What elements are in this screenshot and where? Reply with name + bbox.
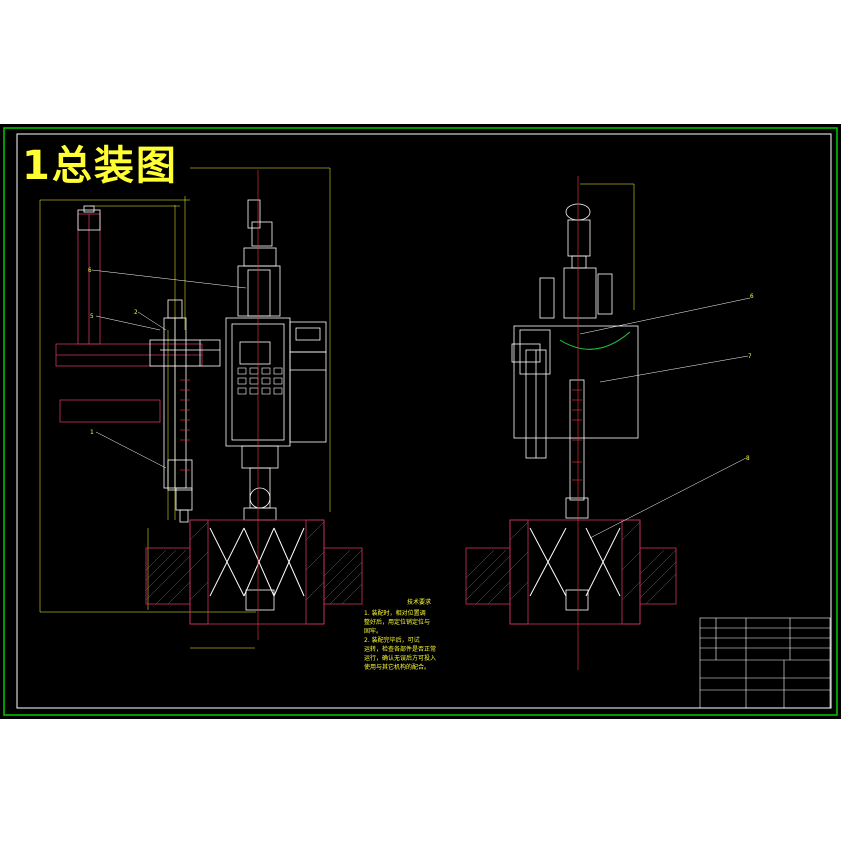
notes-line: 运行，确认无误后方可投入: [364, 655, 437, 662]
outer-border: [3, 127, 838, 716]
part-label: 8: [746, 455, 750, 462]
technical-notes: 技术要求 1. 装配时，相对位置调 整好后，用定位销定位与 固牢。 2. 装配完…: [364, 598, 474, 672]
notes-heading: 技术要求: [406, 599, 431, 606]
part-label: 1: [90, 429, 94, 436]
notes-line: 2. 装配完毕后，可试: [364, 637, 420, 644]
notes-line: 整好后，用定位销定位与: [364, 619, 431, 626]
part-label: 2: [134, 309, 138, 316]
part-label: 6: [88, 267, 92, 274]
part-label: 7: [748, 353, 752, 360]
front-view: 6 5 2 1: [39, 167, 363, 649]
notes-line: 固牢。: [364, 628, 383, 635]
side-view: 6 7 8: [465, 176, 754, 670]
title-block: [699, 617, 831, 709]
notes-line: 使用与其它机构的配合。: [364, 664, 431, 671]
notes-line: 1. 装配时，相对位置调: [364, 610, 426, 617]
part-label: 5: [90, 313, 94, 320]
inner-border: [16, 133, 832, 709]
drawing-title: 1总装图: [22, 143, 178, 189]
part-label: 6: [750, 293, 754, 300]
drawing-background: [0, 124, 841, 719]
notes-line: 运转，检查各部件是否正常: [364, 646, 437, 653]
